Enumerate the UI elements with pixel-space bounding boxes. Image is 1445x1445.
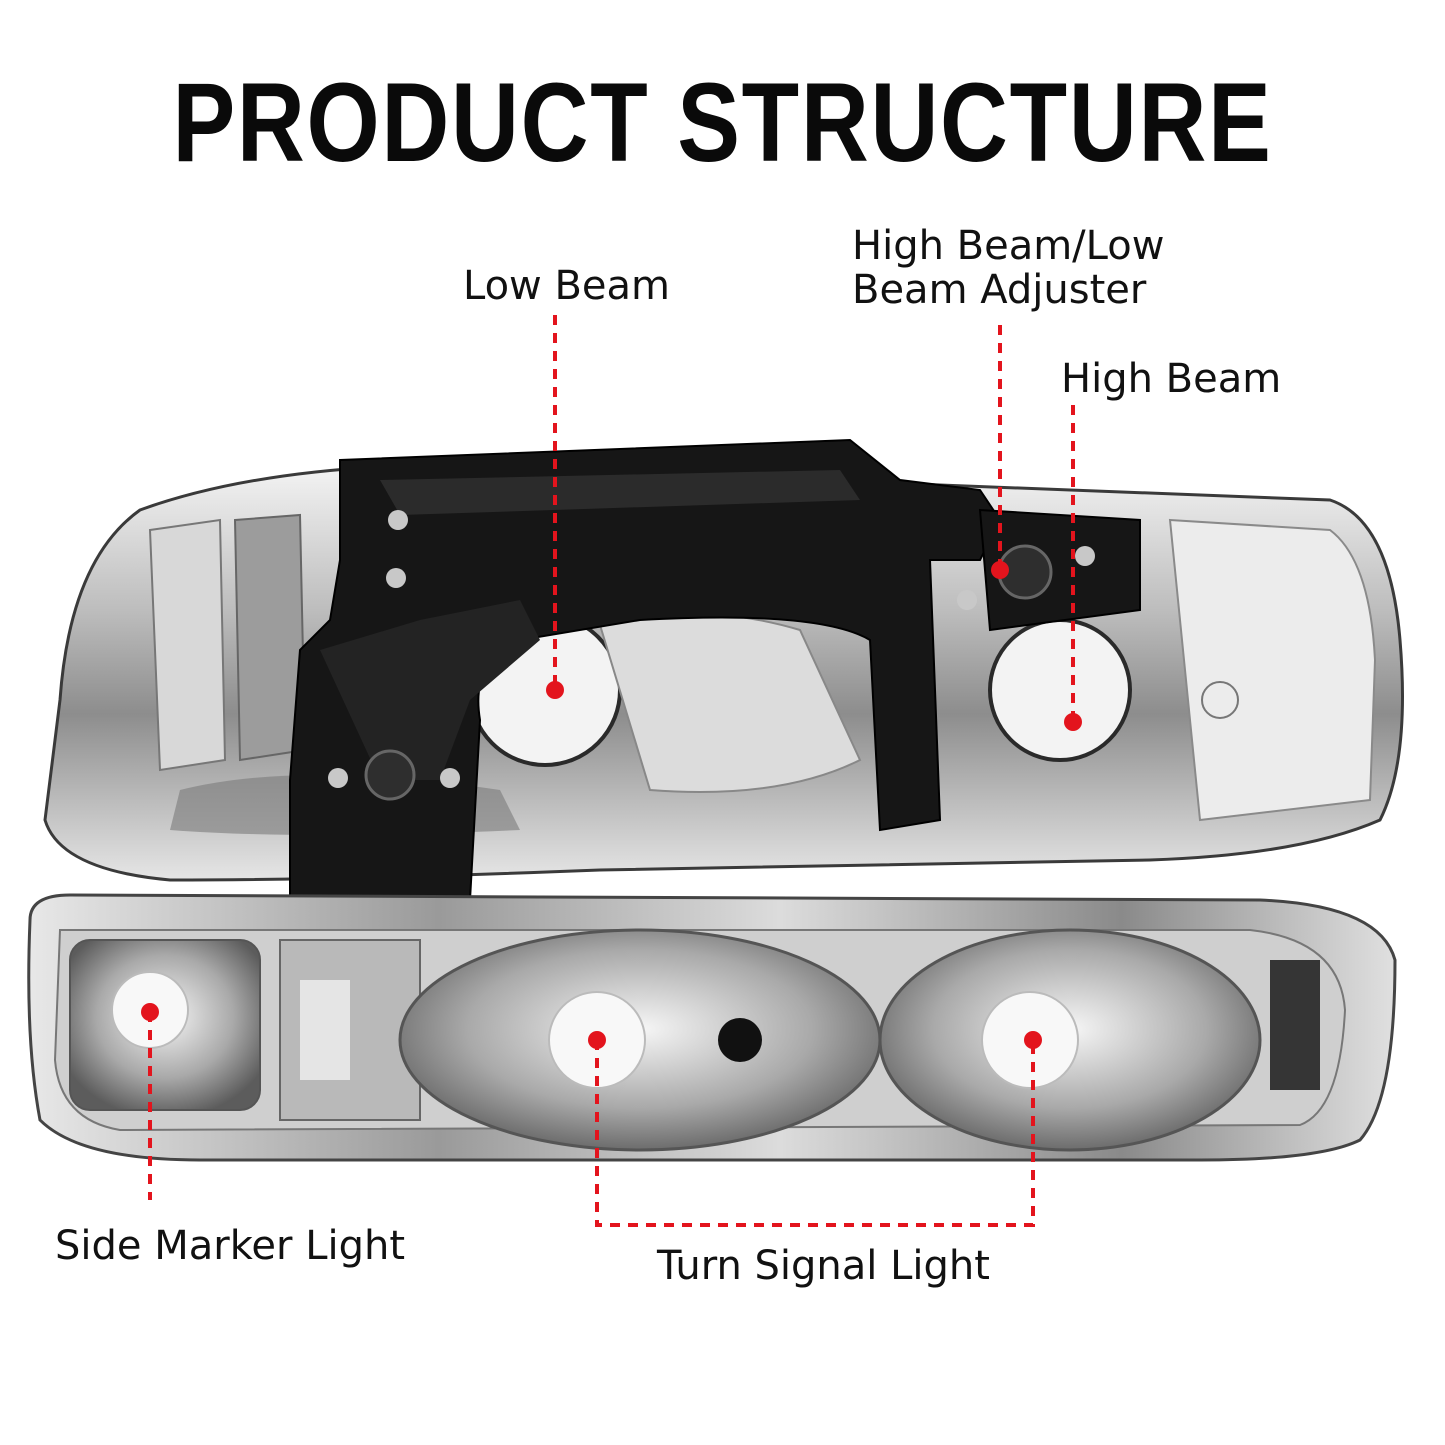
side-marker-label: Side Marker Light — [55, 1223, 406, 1269]
mounting-bracket — [289, 438, 1141, 901]
high-beam-dot — [1064, 713, 1082, 731]
high-beam-socket — [988, 618, 1132, 762]
side-marker-dot — [141, 1003, 159, 1021]
adjuster-label-line1: High Beam/Low — [852, 223, 1165, 269]
turn-signal-label: Turn Signal Light — [657, 1243, 990, 1289]
turn-signal-dot-right — [1024, 1031, 1042, 1049]
page-title: PRODUCT STRUCTURE — [172, 60, 1273, 185]
low-beam-dot — [546, 681, 564, 699]
low-beam-label: Low Beam — [463, 263, 671, 309]
adjuster-label-line2: Beam Adjuster — [852, 267, 1147, 313]
drain-hole — [718, 1018, 762, 1062]
adjuster-dot — [991, 561, 1009, 579]
callouts — [148, 315, 1075, 1227]
turn-signal-housing — [27, 893, 1397, 1162]
turn-signal-dot-left — [588, 1031, 606, 1049]
high-beam-label: High Beam — [1061, 356, 1282, 402]
adjuster-knob-lower — [364, 749, 416, 801]
turn-signal-leader — [595, 1040, 1035, 1227]
